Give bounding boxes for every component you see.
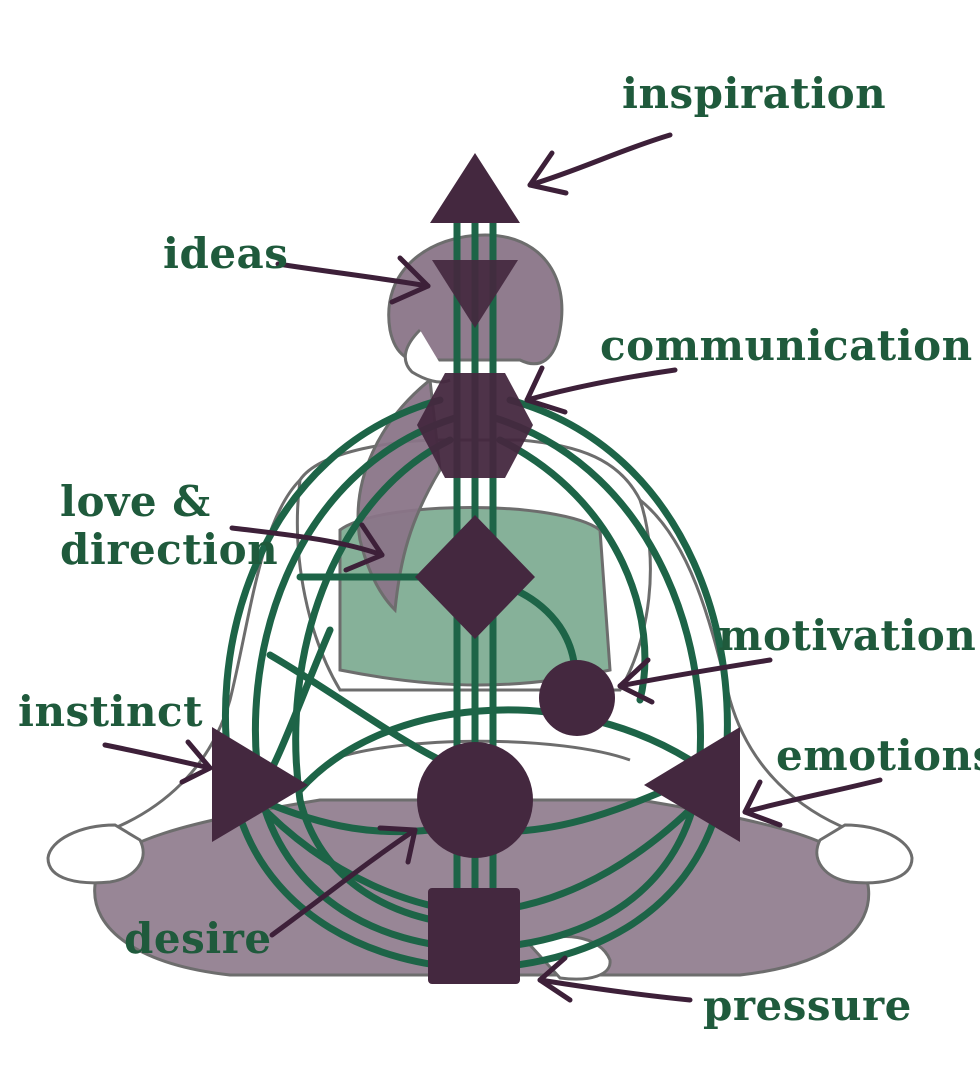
label-desire: desire bbox=[124, 914, 272, 963]
throat-center bbox=[417, 373, 533, 478]
figure-right-hand bbox=[815, 823, 914, 885]
label-pressure: pressure bbox=[703, 981, 912, 1030]
g-center bbox=[415, 515, 535, 639]
arrow-instinct bbox=[102, 739, 213, 785]
arrow-ideas bbox=[275, 255, 431, 305]
arrow-pressure bbox=[537, 955, 693, 1003]
ajna-center bbox=[432, 260, 518, 328]
arrow-inspiration bbox=[527, 132, 673, 196]
arrows bbox=[102, 132, 883, 1003]
heart-center bbox=[539, 660, 615, 736]
label-inspiration: inspiration bbox=[622, 69, 887, 118]
figure-left-hand bbox=[46, 823, 145, 885]
label-instinct: instinct bbox=[18, 687, 204, 736]
figure-waist bbox=[329, 739, 631, 762]
label-ideas: ideas bbox=[163, 229, 289, 278]
arrow-desire bbox=[269, 825, 418, 938]
head-center bbox=[430, 153, 520, 223]
arrow-love bbox=[229, 522, 385, 573]
label-communication: communication bbox=[600, 321, 973, 370]
spleen-center bbox=[212, 727, 308, 842]
arrow-emotions bbox=[742, 777, 883, 828]
label-motivation: motivation bbox=[718, 611, 977, 660]
sacral-center bbox=[417, 742, 533, 858]
label-love-direction: love & direction bbox=[60, 477, 279, 575]
figure-face bbox=[403, 328, 451, 384]
label-emotions: emotions bbox=[776, 731, 980, 780]
solar-plexus-center bbox=[644, 727, 740, 842]
root-center bbox=[428, 888, 520, 984]
arrow-motivation bbox=[617, 657, 773, 705]
centers bbox=[212, 153, 740, 984]
arrow-communication bbox=[524, 365, 678, 415]
